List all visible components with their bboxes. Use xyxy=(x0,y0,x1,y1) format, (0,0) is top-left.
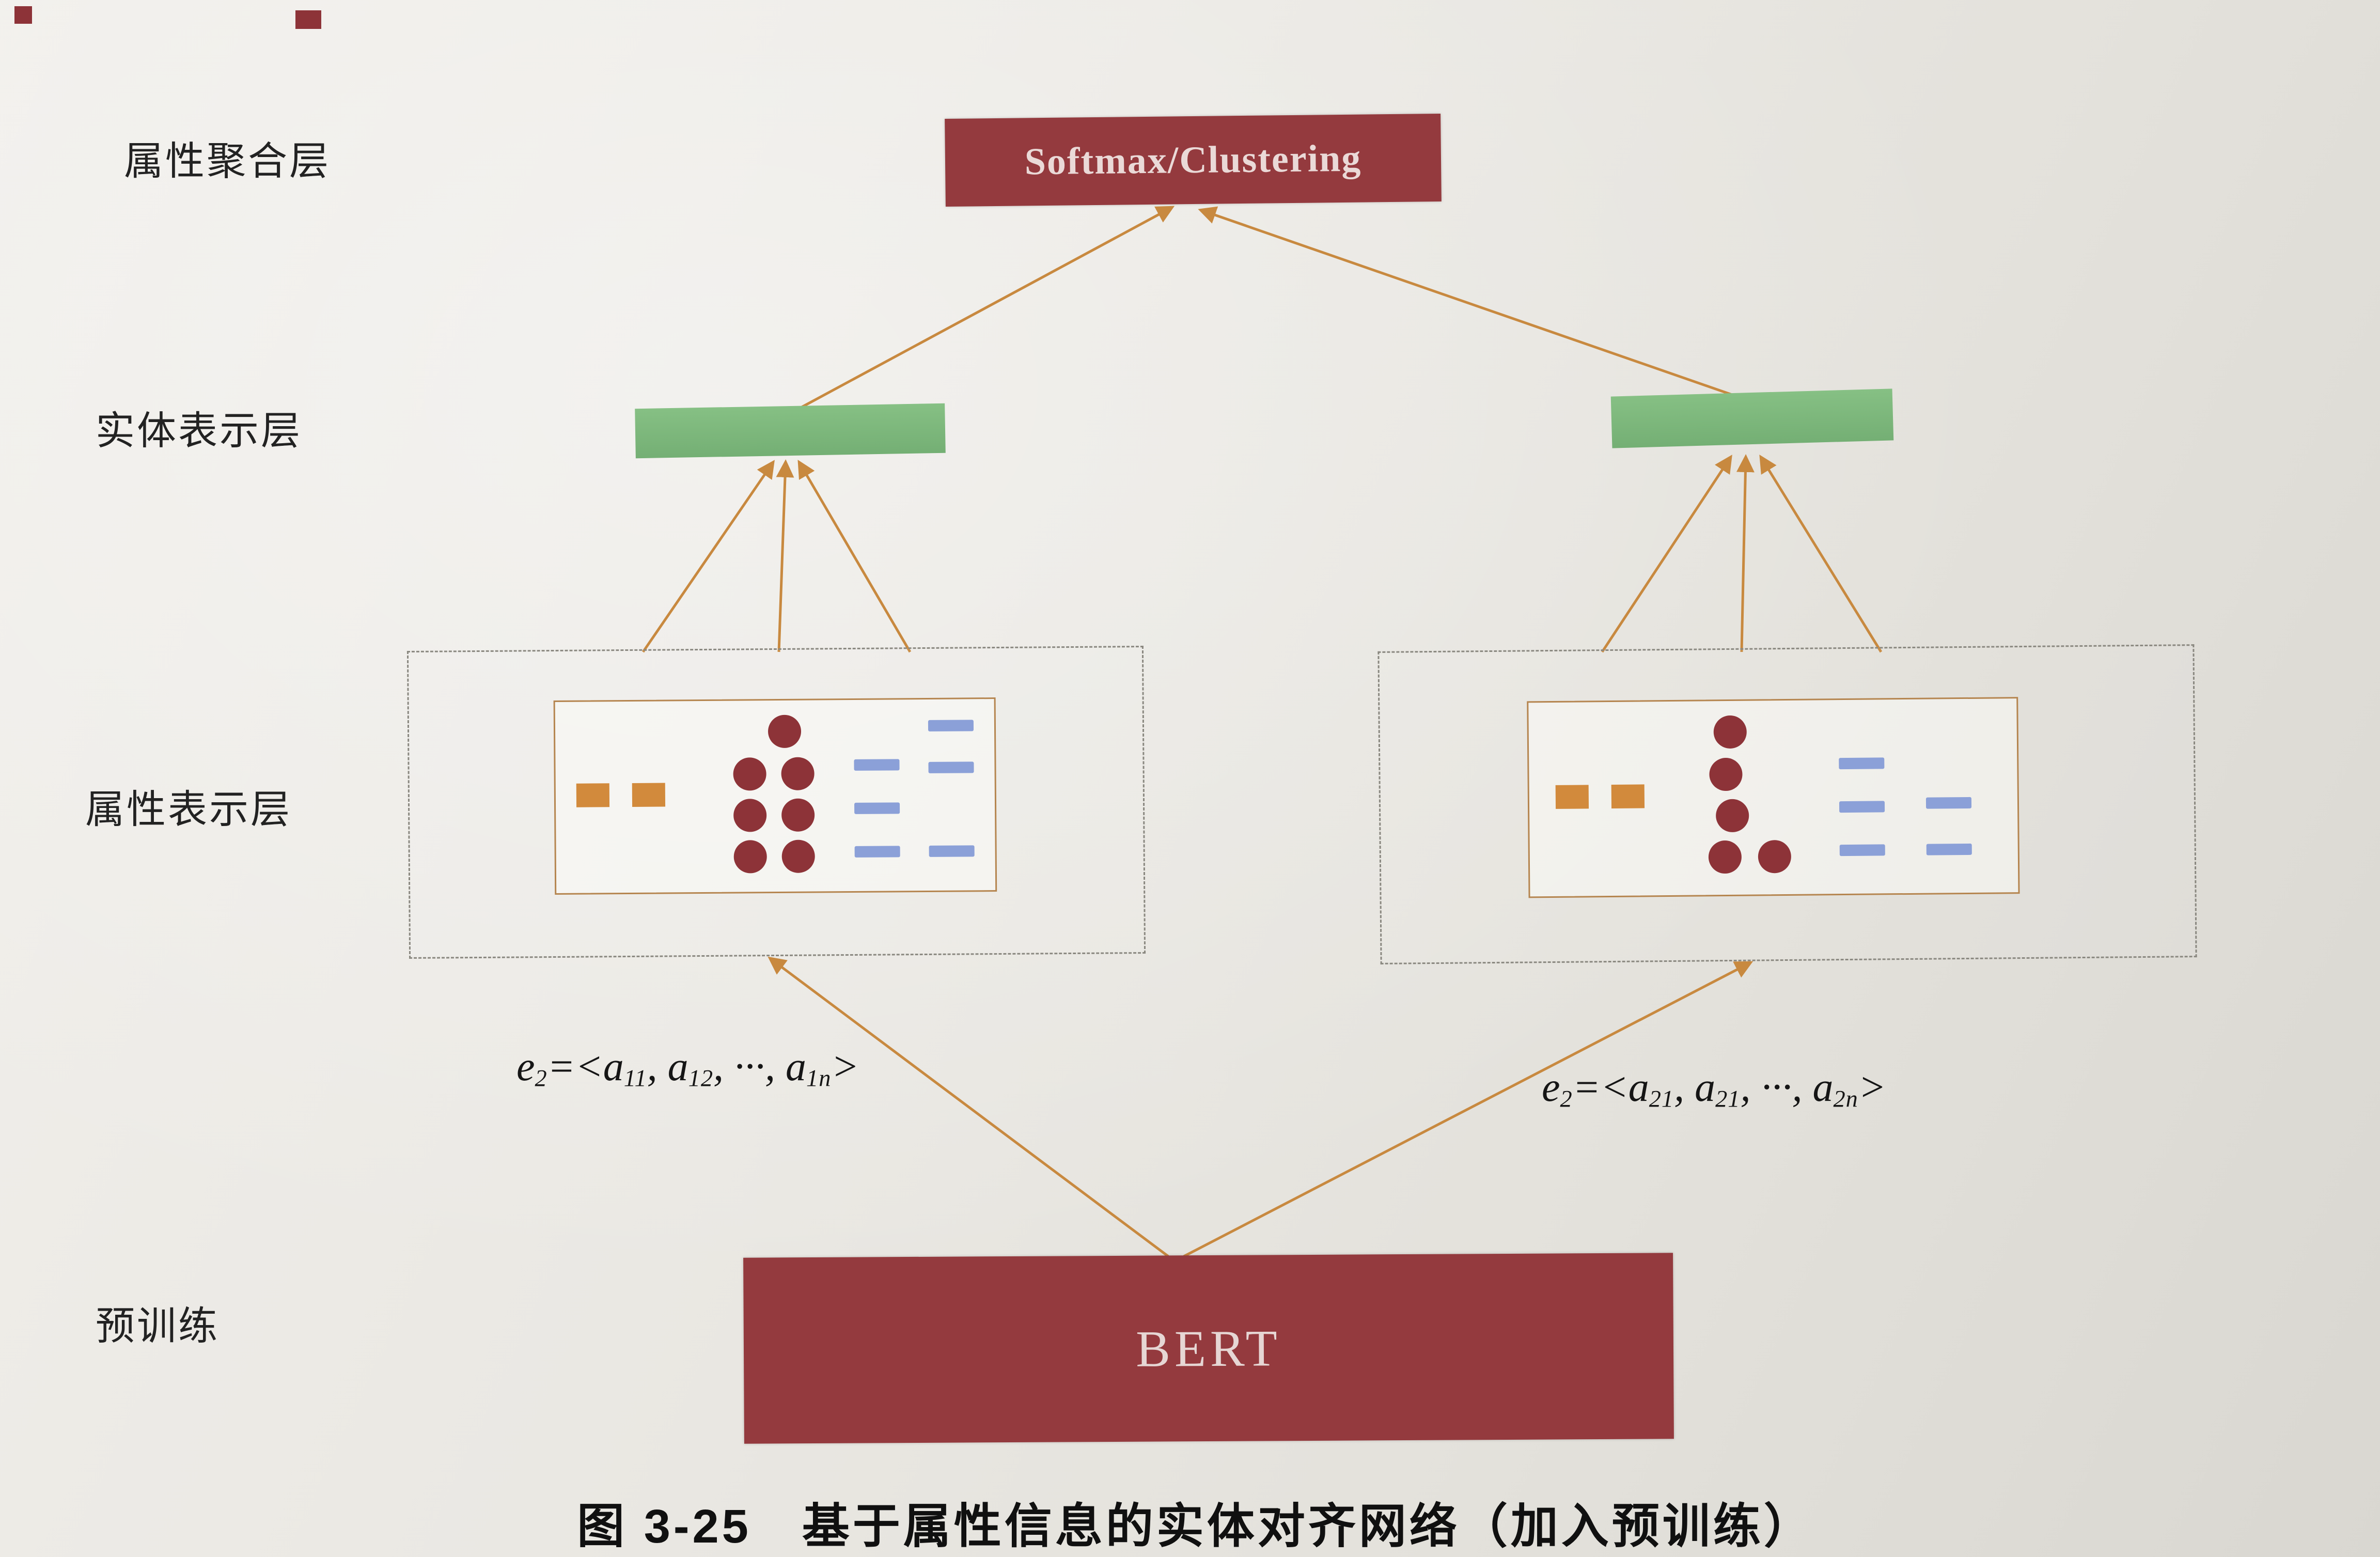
label-pretraining: 预训练 xyxy=(96,1304,220,1348)
equation-fragment: =<a xyxy=(547,1044,624,1089)
attribute-circle-icon xyxy=(781,798,815,832)
attribute-dash-icon xyxy=(1839,801,1885,813)
attribute-circle-icon xyxy=(1708,840,1742,874)
equation-fragment: 21 xyxy=(1649,1086,1674,1113)
attribute-square-icon xyxy=(576,783,610,807)
softmax-clustering-label: Softmax/Clustering xyxy=(1024,137,1362,183)
attribute-circle-icon xyxy=(1709,757,1743,791)
arrow-attr-right-2 xyxy=(1736,454,1755,652)
attribute-dash-icon xyxy=(1926,843,1972,855)
attribute-dash-icon xyxy=(929,845,975,857)
equation-fragment: , a xyxy=(647,1044,688,1089)
arrow-attr-left-2 xyxy=(776,459,794,652)
arrow-bert-to-right-box xyxy=(1183,961,1753,1258)
photo-artifact-mark xyxy=(14,6,32,24)
equation-fragment: 2 xyxy=(535,1065,547,1092)
equation-fragment: 2n xyxy=(1833,1086,1858,1113)
attribute-group-left xyxy=(406,646,1146,959)
arrow-attr-left-1 xyxy=(641,460,775,653)
arrow-bert-to-left-box xyxy=(768,956,1169,1258)
equation-fragment: , ···, a xyxy=(713,1044,807,1089)
label-attribute-aggregation-layer: 属性聚合层 xyxy=(124,139,331,183)
attribute-dash-icon xyxy=(1925,797,1972,809)
attribute-circle-icon xyxy=(733,757,766,791)
attribute-square-icon xyxy=(632,783,666,807)
arrow-left-entity-to-softmax xyxy=(789,206,1175,415)
equation-left: e2=<a11, a12, ···, a1n> xyxy=(516,1044,859,1093)
equation-fragment: 1n xyxy=(806,1065,832,1092)
equation-fragment: 12 xyxy=(688,1065,714,1092)
label-entity-representation-layer: 实体表示层 xyxy=(96,409,302,453)
bert-box: BERT xyxy=(743,1253,1674,1444)
entity-embedding-bar-right xyxy=(1610,388,1894,448)
attribute-dash-icon xyxy=(854,802,900,814)
equation-fragment: e xyxy=(1542,1065,1560,1110)
attribute-group-right xyxy=(1377,644,2197,964)
attribute-dash-icon xyxy=(1839,757,1885,770)
attribute-circle-icon xyxy=(1758,839,1792,874)
arrow-right-entity-to-softmax xyxy=(1198,206,1749,402)
attribute-circle-icon xyxy=(1713,715,1747,749)
attribute-circle-icon xyxy=(768,714,802,749)
equation-fragment: > xyxy=(1858,1065,1886,1110)
equation-fragment: e xyxy=(516,1044,535,1089)
attribute-circle-icon xyxy=(733,840,767,874)
attribute-dash-icon xyxy=(854,846,900,858)
equation-fragment: 11 xyxy=(623,1065,647,1092)
equation-fragment: 2 xyxy=(1560,1086,1573,1113)
attribute-circle-icon xyxy=(781,839,815,873)
attribute-matrix-left xyxy=(553,697,997,895)
attribute-dash-icon xyxy=(1839,844,1885,857)
label-attribute-representation-layer: 属性表示层 xyxy=(85,788,292,832)
photo-artifact-mark xyxy=(295,10,321,29)
attribute-circle-icon xyxy=(1715,799,1749,833)
arrow-attr-right-3 xyxy=(1759,455,1883,653)
arrow-attr-left-3 xyxy=(797,459,912,653)
attribute-dash-icon xyxy=(928,761,974,773)
attribute-square-icon xyxy=(1611,784,1645,808)
equation-fragment: , ···, a xyxy=(1740,1065,1834,1110)
attribute-square-icon xyxy=(1555,785,1589,809)
attribute-dash-icon xyxy=(928,720,974,731)
attribute-matrix-right xyxy=(1527,697,2020,898)
attribute-dash-icon xyxy=(854,759,900,771)
equation-fragment: , a xyxy=(1674,1065,1716,1110)
entity-embedding-bar-left xyxy=(635,403,946,459)
equation-fragment: 21 xyxy=(1715,1086,1741,1113)
attribute-circle-icon xyxy=(733,799,767,832)
equation-fragment: =<a xyxy=(1572,1065,1649,1110)
equation-fragment: > xyxy=(831,1044,859,1089)
figure-caption: 图 3-25 基于属性信息的实体对齐网络（加入预训练） xyxy=(577,1500,1814,1553)
arrow-attr-right-1 xyxy=(1601,455,1732,653)
softmax-clustering-box: Softmax/Clustering xyxy=(945,113,1442,207)
attribute-circle-icon xyxy=(781,757,815,790)
bert-label: BERT xyxy=(1135,1319,1282,1378)
equation-right: e2=<a21, a21, ···, a2n> xyxy=(1542,1064,1886,1113)
